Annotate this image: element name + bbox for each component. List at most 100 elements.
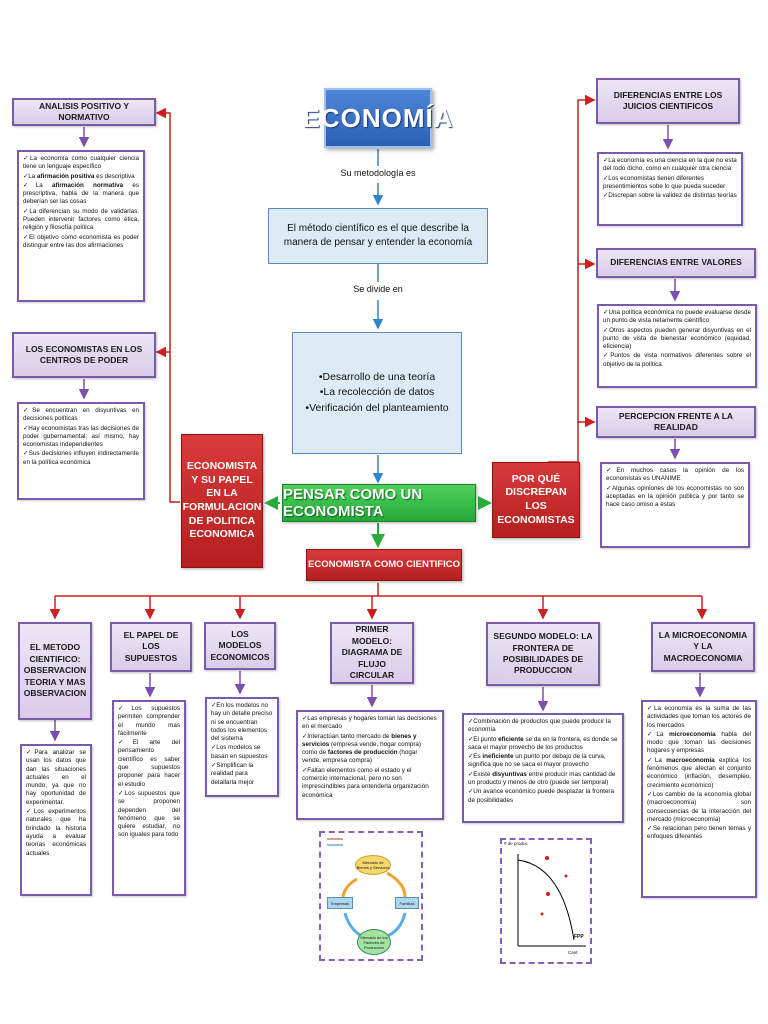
note-emphasis: afirmación normativa [51,181,124,189]
check-icon: ✓ [647,825,653,833]
note-text: La [654,756,667,764]
check-icon: ✓ [468,735,474,743]
check-icon: ✓ [468,753,474,761]
note-text: En muchos casos la opinión de los econom… [606,467,744,483]
check-icon: ✓ [23,424,29,432]
note-item: ✓Los cambio de la economía global (macro… [647,791,751,824]
circular-flow-diagram: Mercado de Bienes y Servicios Empresas F… [319,831,423,961]
note-text: Existe [473,770,493,778]
check-icon: ✓ [302,715,308,722]
check-icon: ✓ [647,705,654,712]
check-icon: ✓ [603,352,611,360]
step-item: •Desarrollo de una teoría [318,371,436,384]
note-text: Otros aspectos pueden generar disyuntiva… [603,326,751,351]
note-text: Los supuestos permiten comprender el mun… [118,705,181,737]
note-item: ✓Otros aspectos pueden generar disyuntiv… [603,327,751,352]
check-icon: ✓ [647,756,655,764]
models-notes: ✓En los modelos no hay un detalle precis… [205,697,279,797]
power-centers-notes: ✓Se encuentran en disyuntivas en decisio… [17,402,145,500]
note-text: En los modelos no hay un detalle preciso… [211,702,273,743]
note-text: La economía es la suma de las actividade… [647,705,751,729]
note-item: ✓La diferencian su modo de validarlas. P… [23,208,139,233]
scientific-method-notes: ✓ Para analizar se usan los datos que dan… [20,744,92,896]
goods-market-node: Mercado de Bienes y Servicios [355,855,391,875]
note-text: Los economistas tienen diferentes presen… [603,174,726,190]
note-item: ✓El objetivo como economista es poder di… [23,234,139,251]
check-icon: ✓ [647,730,657,738]
circular-flow-header: PRIMER MODELO: DIAGRAMA DE FLUJO CIRCULA… [330,622,414,684]
check-icon: ✓ [606,484,612,492]
check-icon: ✓ [118,789,125,797]
note-text: Sus decisiones influyen indirectamente e… [23,450,140,466]
ppf-chart [517,854,586,947]
reality-header: PERCEPCION FRENTE A LA REALIDAD [596,406,756,438]
check-icon: ✓ [302,732,308,740]
note-text: El objetivo como economista es poder dis… [23,233,139,249]
flow-arrow [341,877,358,900]
note-text: se da en la frontera, es donde se saca e… [468,735,618,751]
check-icon: ✓ [603,309,609,316]
check-icon: ✓ [118,739,133,747]
ppf-notes: ✓Combinación de productos que puede prod… [462,713,624,823]
point-d [540,912,544,916]
note-item: ✓Una política económica no puede evaluar… [603,309,751,326]
note-item: ✓Las empresas y hogares toman las decisi… [302,715,438,732]
check-icon: ✓ [647,790,653,798]
divide-label: Se divide en [353,284,403,294]
point-b [546,892,550,896]
point-a [545,856,549,860]
steps-box: •Desarrollo de una teoría •La recolecció… [292,332,462,454]
check-icon: ✓ [23,155,30,162]
note-item: ✓Sus decisiones influyen indirectamente … [23,450,139,467]
note-text: El punto [473,735,499,743]
circular-flow-notes: ✓Las empresas y hogares toman las decisi… [296,710,444,820]
note-text: Las empresas y hogares toman las decisio… [302,715,437,731]
note-text: Puntos de vista normativos diferentes so… [603,352,751,368]
note-text: Hay economistas tras las decisiones de p… [23,424,139,449]
check-icon: ✓ [26,808,34,816]
note-item: ✓Algunas opiniones de los economistas no… [606,485,744,510]
check-icon: ✓ [211,744,217,752]
note-text: Para analizar se usan los datos que dan … [26,749,86,806]
note-item: ✓Se encuentran en disyuntivas en decisio… [23,407,139,424]
check-icon: ✓ [606,467,617,474]
note-text: La [35,181,52,189]
note-text: Se encuentran en disyuntivas en decision… [23,407,139,423]
values-header: DIFERENCIAS ENTRE VALORES [596,248,756,278]
check-icon: ✓ [118,705,132,712]
check-icon: ✓ [468,718,474,725]
note-text: Se relacionan pero tienen temas y enfoqu… [647,825,752,841]
why-disagree-box: POR QUÉ DISCREPAN LOS ECONOMISTAS [492,462,580,538]
ppf-curve [517,859,575,941]
check-icon: ✓ [603,326,610,334]
note-item: ✓Puntos de vista normativos diferentes s… [603,352,751,369]
check-icon: ✓ [23,407,33,414]
note-text: explica los fenómenos que afectan el con… [647,756,751,789]
ppf-header: SEGUNDO MODELO: LA FRONTERA DE POSIBILID… [486,622,600,686]
check-icon: ✓ [468,788,474,796]
note-item: ✓Interactúan tanto mercado de bienes y s… [302,733,438,766]
note-item: ✓Combinación de productos que puede prod… [468,718,618,735]
note-item: ✓El arte del pensamiento científico es s… [118,739,180,789]
note-item: ✓Se relacionan pero tienen temas y enfoq… [647,825,751,842]
check-icon: ✓ [23,233,29,241]
note-text: un punto por debajo de la curva, signifi… [468,753,606,769]
note-text: Los experimentos naturales que ha brinda… [26,808,87,857]
note-emphasis: ineficiente [482,753,514,761]
note-text: La [656,730,670,738]
scientist-box: ECONOMISTA COMO CIENTIFICO [306,549,462,581]
note-item: ✓Los supuestos que se proponen dependen … [118,790,180,840]
ppf-x-label: Cant [568,950,578,955]
note-item: ✓La afirmación positiva es descriptiva [23,173,139,181]
check-icon: ✓ [211,762,217,770]
note-text: La economía como cualquier ciencia tiene… [23,155,139,171]
center-concept: PENSAR COMO UN ECONOMISTA [282,484,476,522]
note-emphasis: afirmación positiva [37,172,95,180]
scientific-method-header: EL METODO CIENTIFICO: OBSERVACION TEORIA… [18,622,92,720]
reality-notes: ✓En muchos casos la opinión de los econo… [600,462,750,548]
note-text: La diferencian su modo de validarlas. Pu… [23,207,140,232]
check-icon: ✓ [603,174,609,182]
note-item: ✓Faltan elementos como el estado y el co… [302,767,438,800]
micro-macro-header: LA MICROECONOMIA Y LA MACROECONOMIA [651,622,755,672]
note-item: ✓Los modelos se basan en supuestos [211,744,273,761]
